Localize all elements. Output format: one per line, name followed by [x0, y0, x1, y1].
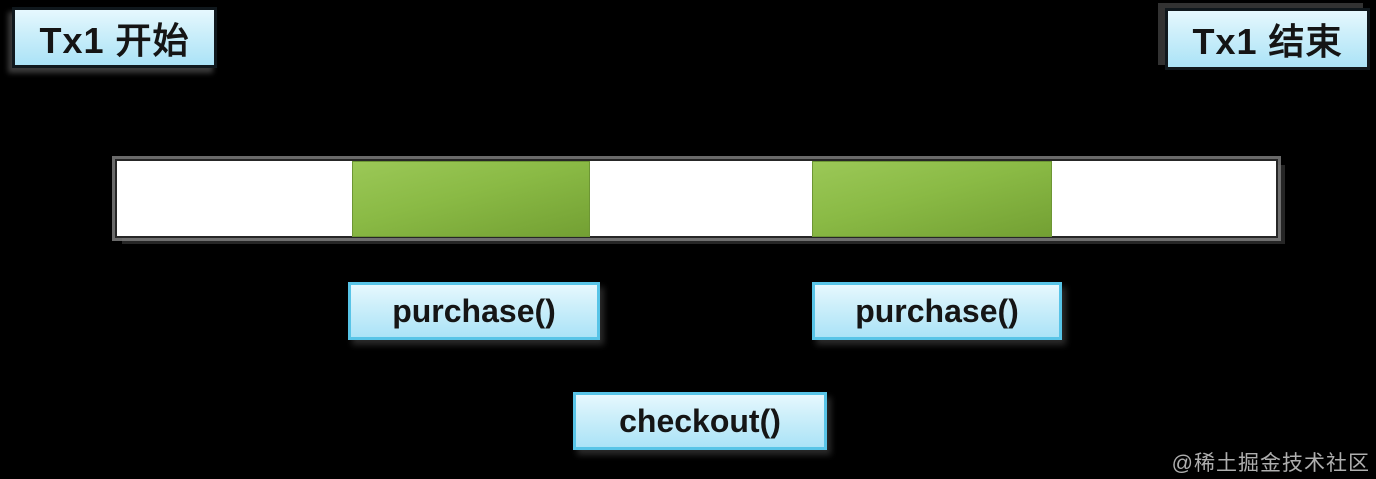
checkout-call-label: checkout() [619, 402, 781, 439]
execution-segment-2 [812, 161, 1052, 237]
tx1-end-box: Tx1 结束 [1165, 8, 1370, 70]
transaction-timeline-bar [115, 159, 1278, 238]
purchase-call-box-2: purchase() [812, 282, 1062, 340]
purchase-call-label-2: purchase() [855, 292, 1019, 329]
purchase-call-box-1: purchase() [348, 282, 600, 340]
tx1-start-label: Tx1 开始 [39, 19, 190, 61]
execution-segment-1 [352, 161, 590, 237]
checkout-call-box: checkout() [573, 392, 827, 450]
tx1-start-box: Tx1 开始 [12, 7, 217, 68]
tx1-end-label: Tx1 结束 [1192, 21, 1343, 62]
watermark: @稀土掘金技术社区 [1171, 452, 1370, 475]
purchase-call-label-1: purchase() [392, 292, 556, 329]
